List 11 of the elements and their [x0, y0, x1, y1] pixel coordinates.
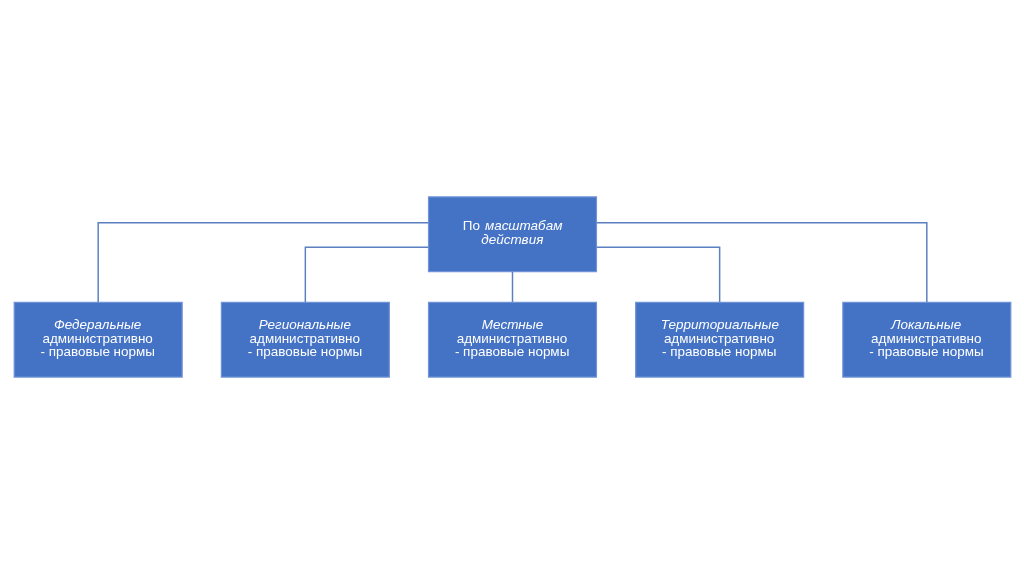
connector [96, 221, 429, 303]
node-box: По масштабам действия [427, 196, 597, 273]
node-box: Региональные административно - правовые нормы [220, 301, 390, 378]
connector [511, 271, 513, 303]
connector [595, 221, 928, 303]
node-box: Территориальные административно - правовые нормы [634, 301, 804, 378]
node-box: Федеральные административно - правовые нормы [13, 301, 183, 378]
connector [304, 246, 429, 303]
node-box: Местные административно - правовые нормы [427, 301, 597, 378]
node-box: Локальные административно - правовые нормы [841, 301, 1011, 378]
connector [595, 246, 720, 303]
